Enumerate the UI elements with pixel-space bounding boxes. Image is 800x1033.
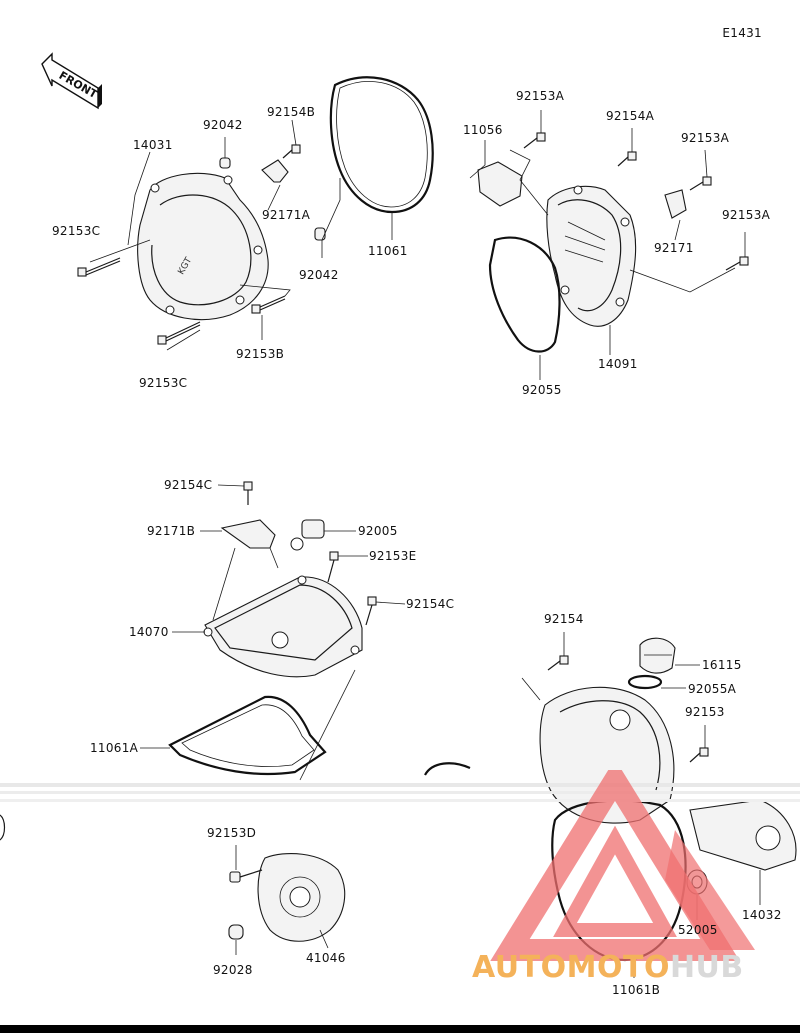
label-92153c-a[interactable]: 92153C (52, 224, 101, 238)
watermark-text-a: AUTOMOTO (472, 950, 670, 985)
label-92153a-a[interactable]: 92153A (516, 89, 565, 103)
bolt-92153d[interactable] (229, 869, 263, 883)
bolt-92154a[interactable] (617, 151, 637, 167)
label-92171b[interactable]: 92171B (147, 524, 196, 538)
label-92153a-c[interactable]: 92153A (722, 208, 771, 222)
front-arrow-icon: FRONT (41, 52, 102, 110)
sight-glass-52005[interactable] (686, 869, 708, 895)
label-16115[interactable]: 16115 (702, 658, 742, 672)
bolt-92153c-a[interactable] (77, 257, 121, 277)
bolt-92154[interactable] (547, 655, 569, 671)
bolt-92153b[interactable] (251, 295, 286, 314)
edge-fragment (0, 814, 6, 841)
label-92153a-b[interactable]: 92153A (681, 131, 730, 145)
label-92154a[interactable]: 92154A (606, 109, 655, 123)
dowel-92028[interactable] (228, 924, 244, 940)
label-92171a[interactable]: 92171A (262, 208, 311, 222)
clamp-92171b[interactable] (220, 519, 276, 549)
label-41046[interactable]: 41046 (306, 951, 346, 965)
bolt-92153a-a[interactable] (523, 132, 546, 149)
label-92171[interactable]: 92171 (654, 241, 694, 255)
label-11061a[interactable]: 11061A (90, 741, 139, 755)
label-92055[interactable]: 92055 (522, 383, 562, 397)
label-92153[interactable]: 92153 (685, 705, 725, 719)
label-92005[interactable]: 92005 (358, 524, 398, 538)
sensor-92005[interactable] (290, 519, 325, 551)
watermark-text: AUTOMOTOHUB (472, 950, 744, 985)
label-92153b[interactable]: 92153B (236, 347, 285, 361)
o-ring-92055a[interactable] (627, 674, 663, 690)
dowel-92042-b[interactable] (314, 227, 326, 241)
cover-14091[interactable] (546, 185, 637, 327)
clutch-cover-14032[interactable] (539, 686, 797, 871)
cover-41046[interactable] (257, 853, 346, 942)
clamp-92171[interactable] (664, 189, 687, 219)
label-11061[interactable]: 11061 (368, 244, 408, 258)
watermark-text-b: HUB (669, 950, 744, 985)
label-92154[interactable]: 92154 (544, 612, 584, 626)
gasket-11061b[interactable] (551, 799, 687, 962)
label-92042-b[interactable]: 92042 (299, 268, 339, 282)
label-92154b[interactable]: 92154B (267, 105, 316, 119)
label-92153d[interactable]: 92153D (207, 826, 257, 840)
generator-cover-14031[interactable]: KGT (137, 172, 269, 321)
gasket-11061a[interactable] (168, 695, 327, 776)
bolt-92154c-b[interactable] (365, 596, 377, 626)
gasket-fragment (424, 762, 471, 776)
bolt-92153[interactable] (689, 747, 709, 763)
label-14032[interactable]: 14032 (742, 908, 782, 922)
bolt-92153c-b[interactable] (157, 321, 201, 345)
label-52005[interactable]: 52005 (678, 923, 718, 937)
label-92042-a[interactable]: 92042 (203, 118, 243, 132)
bottom-bar (0, 1025, 800, 1033)
plate-11056[interactable] (477, 161, 523, 207)
label-92028[interactable]: 92028 (213, 963, 253, 977)
label-92154c-a[interactable]: 92154C (164, 478, 213, 492)
bolt-92153a-c[interactable] (725, 256, 749, 271)
clamp-92171a[interactable] (261, 159, 289, 183)
gasket-92055[interactable] (488, 236, 561, 353)
label-92154c-b[interactable]: 92154C (406, 597, 455, 611)
bolt-92154c-a[interactable] (243, 481, 253, 505)
label-14070[interactable]: 14070 (129, 625, 169, 639)
label-14031[interactable]: 14031 (133, 138, 173, 152)
cover-14070[interactable] (203, 575, 363, 678)
diagram-code: E1431 (722, 26, 762, 40)
label-92055a[interactable]: 92055A (688, 682, 737, 696)
bolt-92153e[interactable] (327, 551, 339, 583)
label-92153e[interactable]: 92153E (369, 549, 417, 563)
label-11056[interactable]: 11056 (463, 123, 503, 137)
label-14091[interactable]: 14091 (598, 357, 638, 371)
bolt-92154b[interactable] (282, 144, 301, 159)
label-11061b[interactable]: 11061B (612, 983, 661, 997)
gasket-11061[interactable] (329, 76, 434, 214)
label-92153c-b[interactable]: 92153C (139, 376, 188, 390)
oil-cap-16115[interactable] (639, 637, 676, 674)
dowel-92042-a[interactable] (219, 157, 231, 169)
bolt-92153a-b[interactable] (689, 176, 712, 191)
